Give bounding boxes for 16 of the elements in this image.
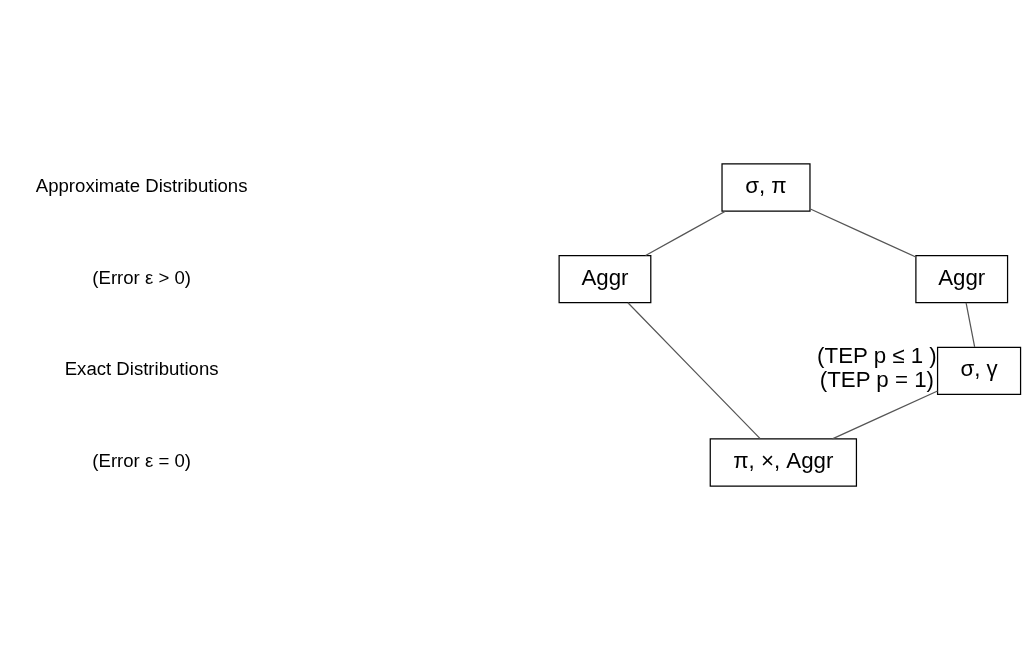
node-box: Aggr bbox=[558, 255, 652, 304]
node-label: (TEP p ≤ 1 ) bbox=[817, 342, 937, 368]
connector bbox=[644, 210, 726, 257]
label: (Error ε > 0) bbox=[92, 266, 191, 288]
connector bbox=[627, 302, 761, 440]
label: (Error ε = 0) bbox=[92, 449, 191, 471]
label: Approximate Distributions bbox=[35, 174, 248, 196]
node-box: Aggr bbox=[915, 255, 1009, 304]
node-box: σ, γ bbox=[936, 346, 1022, 395]
node-box: σ, π bbox=[721, 163, 811, 212]
node-box: π, ×, Aggr bbox=[709, 438, 858, 487]
label: Exact Distributions bbox=[64, 358, 219, 380]
connector bbox=[965, 302, 976, 348]
node-label: (TEP p = 1) bbox=[819, 367, 934, 393]
connector bbox=[809, 208, 917, 258]
connector bbox=[831, 390, 939, 440]
